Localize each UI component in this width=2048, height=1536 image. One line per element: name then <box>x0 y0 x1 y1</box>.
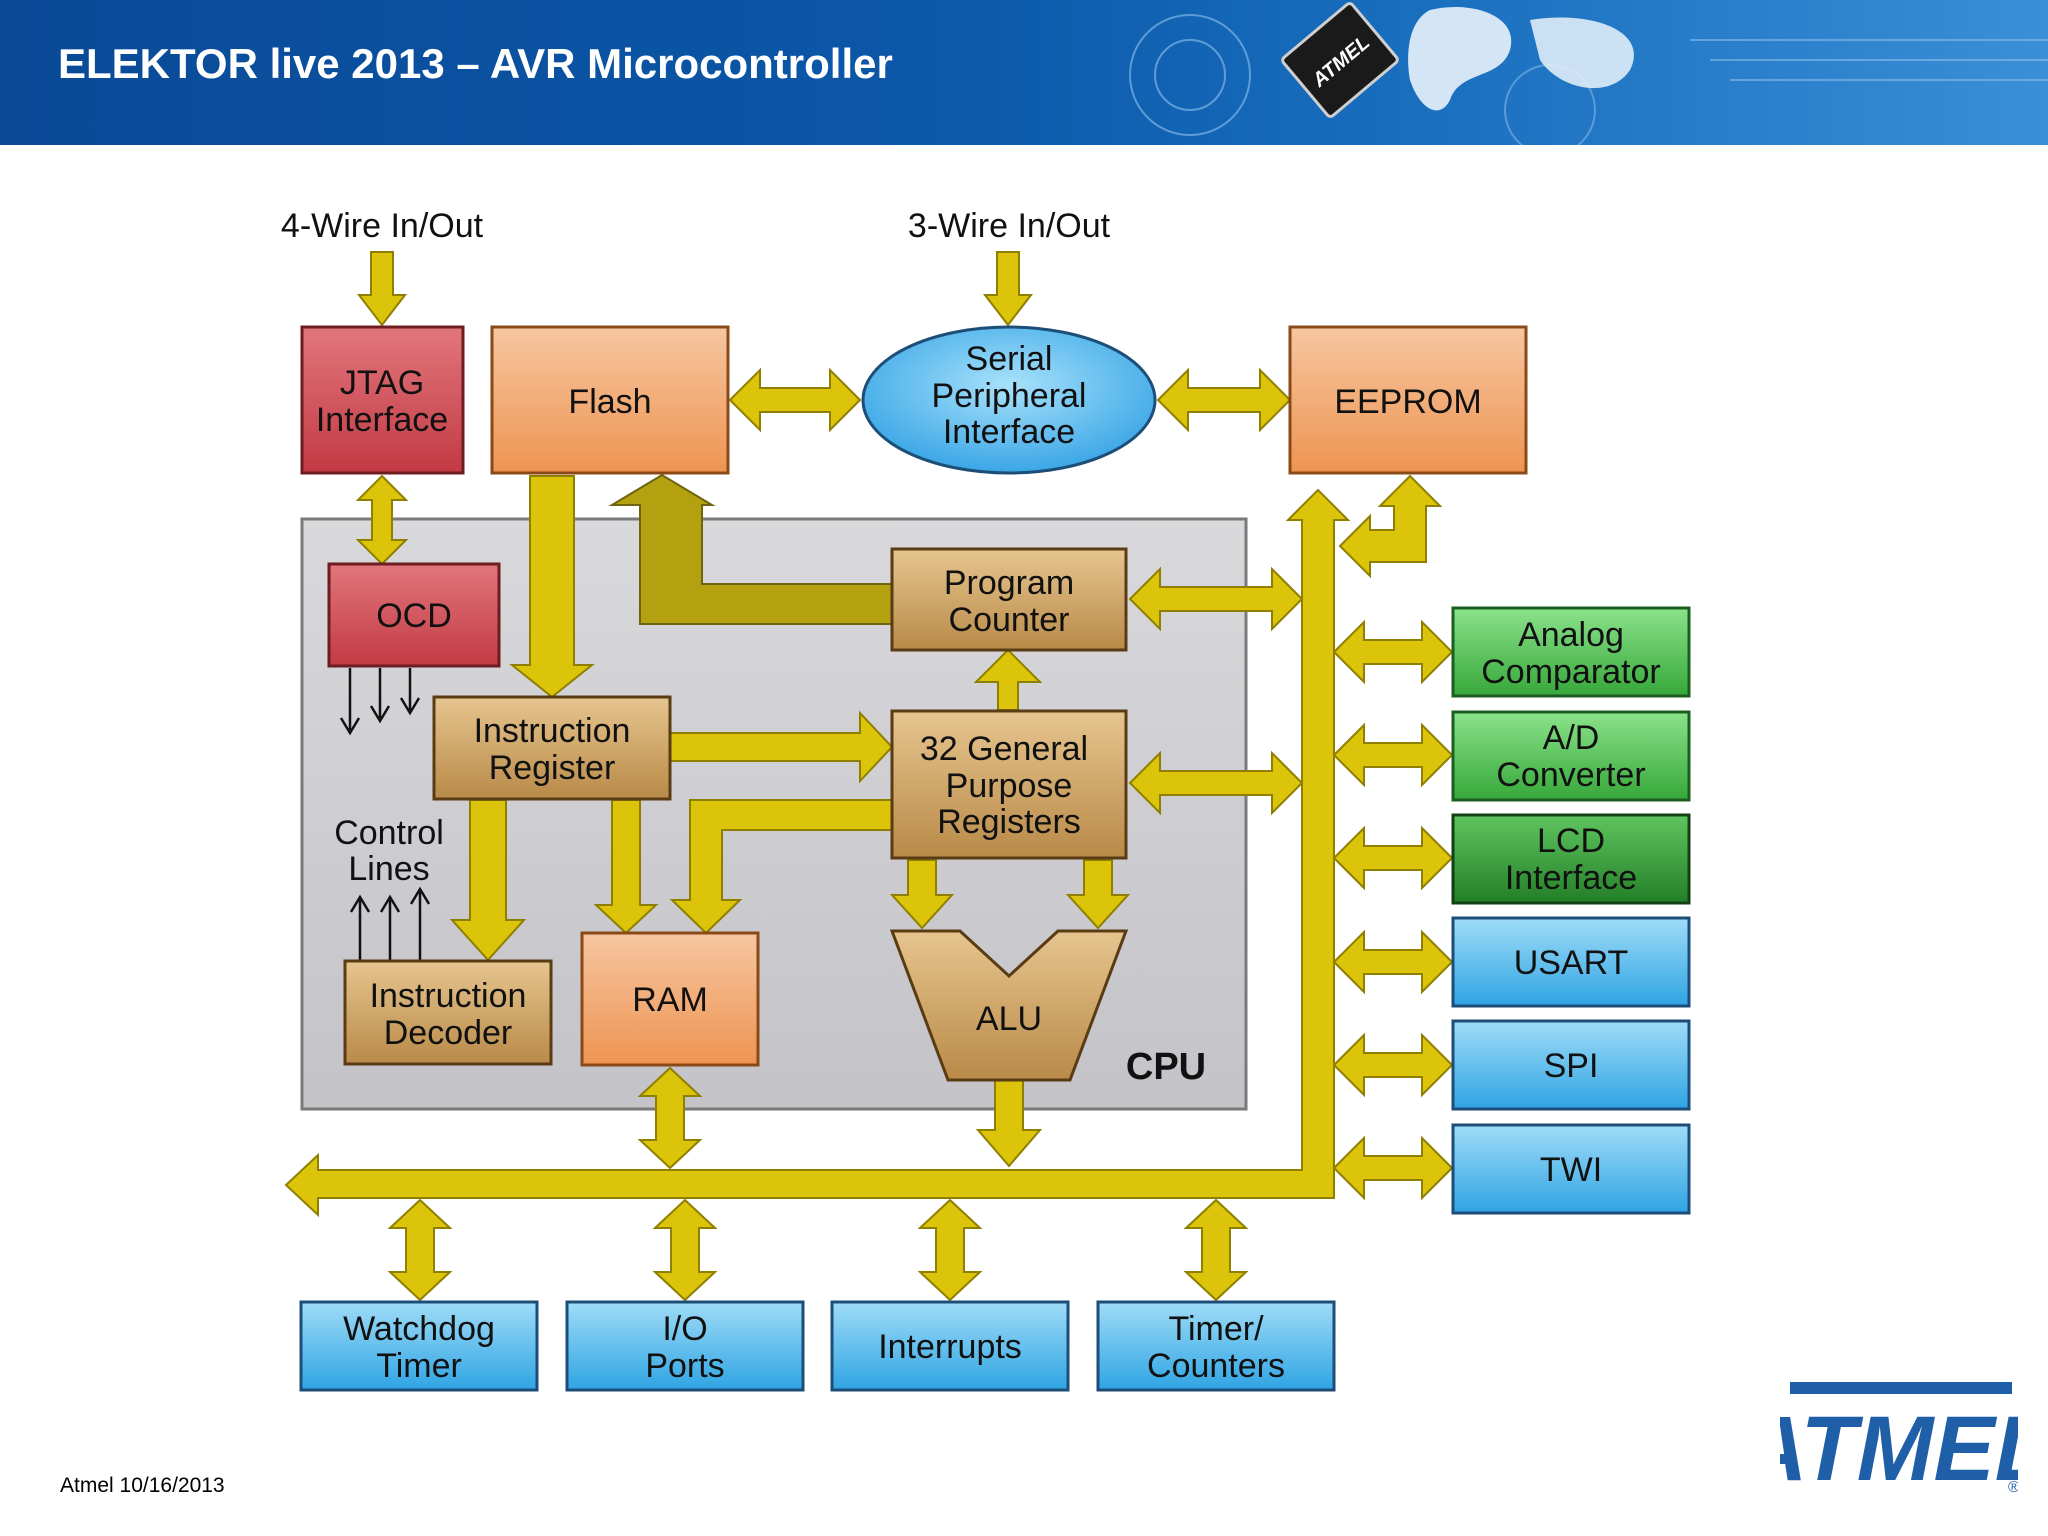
instruction-decoder-label-line1: Instruction <box>370 977 527 1015</box>
program-counter-block <box>890 547 1128 652</box>
instruction-register-label-line1: Instruction <box>474 712 631 750</box>
instruction-register-label-line2: Register <box>489 749 616 787</box>
header-decoration: ATMEL <box>1129 2 2048 145</box>
ocd-label: OCD <box>376 597 452 635</box>
pc-to-flash-bus <box>608 473 893 625</box>
io-ports-block <box>565 1300 805 1392</box>
spi-ellipse-label-line3: Interface <box>943 413 1075 451</box>
interrupts-label: Interrupts <box>878 1328 1022 1366</box>
interrupts-block <box>830 1300 1070 1392</box>
timer-counters-label-line1: Timer/ <box>1168 1310 1264 1348</box>
program-counter-label-line1: Program <box>944 564 1074 602</box>
spi-ellipse-label-line2: Peripheral <box>932 377 1087 415</box>
watchdog-timer-block <box>299 1300 539 1392</box>
program-counter-label-line2: Counter <box>949 601 1070 639</box>
instruction-decoder-label-line2: Decoder <box>384 1014 513 1052</box>
adc-label-line1: A/D <box>1543 719 1600 757</box>
jtag-label-line1: JTAG <box>340 364 424 402</box>
analog-comparator-label-line1: Analog <box>1518 616 1624 654</box>
gp-registers-label-line1: 32 General <box>920 730 1088 768</box>
adc-label-line2: Converter <box>1496 756 1645 794</box>
watchdog-label-line2: Timer <box>376 1347 462 1385</box>
lcd-label-line1: LCD <box>1537 822 1605 860</box>
flash-block <box>490 325 730 475</box>
adc-block <box>1451 710 1691 802</box>
timer-counters-block <box>1096 1300 1336 1392</box>
gp-registers-label-line2: Purpose <box>946 767 1073 805</box>
ram-block <box>580 931 760 1067</box>
svg-text:®: ® <box>2008 1479 2018 1496</box>
instruction-decoder-block <box>343 959 553 1066</box>
chip-icon: ATMEL <box>1281 2 1399 118</box>
usart-label: USART <box>1514 944 1629 982</box>
twi-label: TWI <box>1540 1151 1602 1189</box>
jtag-label-line2: Interface <box>316 401 448 439</box>
slide-title: ELEKTOR live 2013 – AVR Microcontroller <box>58 40 893 87</box>
bus-arrows <box>284 251 1454 1302</box>
serial-peripheral-interface-ellipse <box>861 325 1157 475</box>
eeprom-label: EEPROM <box>1334 383 1481 421</box>
three-wire-label: 3-Wire In/Out <box>908 207 1111 245</box>
twi-block <box>1451 1123 1691 1215</box>
svg-text:ATMEL: ATMEL <box>1780 1398 2018 1498</box>
atmel-logo: ATMEL ® <box>1780 1382 2018 1498</box>
lcd-interface-block <box>1451 813 1691 905</box>
eeprom-block <box>1288 325 1528 475</box>
ram-label: RAM <box>632 981 708 1019</box>
watchdog-label-line1: Watchdog <box>343 1310 495 1348</box>
control-lines-label-line1: Control <box>334 814 444 852</box>
alu-label: ALU <box>976 1000 1042 1038</box>
four-wire-label: 4-Wire In/Out <box>281 207 484 245</box>
analog-comparator-label-line2: Comparator <box>1481 653 1661 691</box>
gp-registers-block <box>890 709 1128 860</box>
alu-block <box>889 929 1129 1082</box>
analog-comparator-block <box>1451 606 1691 698</box>
ocd-block <box>327 562 501 668</box>
spi-block <box>1451 1019 1691 1111</box>
gp-registers-label-line3: Registers <box>937 803 1081 841</box>
control-line-arrows <box>339 668 431 960</box>
header-bar: ELEKTOR live 2013 – AVR Microcontroller … <box>0 0 2048 145</box>
io-ports-label-line2: Ports <box>645 1347 724 1385</box>
control-lines-label-line2: Lines <box>348 850 429 888</box>
cpu-label: CPU <box>1126 1046 1206 1088</box>
usart-block <box>1451 916 1691 1008</box>
io-ports-label-line1: I/O <box>662 1310 707 1348</box>
footer-date: Atmel 10/16/2013 <box>60 1474 225 1497</box>
timer-counters-label-line2: Counters <box>1147 1347 1285 1385</box>
spi-ellipse-label-line1: Serial <box>966 340 1053 378</box>
instruction-register-block <box>432 695 672 801</box>
flash-label: Flash <box>568 383 651 421</box>
spi-label: SPI <box>1544 1047 1599 1085</box>
jtag-interface-block <box>300 325 465 475</box>
lcd-label-line2: Interface <box>1505 859 1637 897</box>
